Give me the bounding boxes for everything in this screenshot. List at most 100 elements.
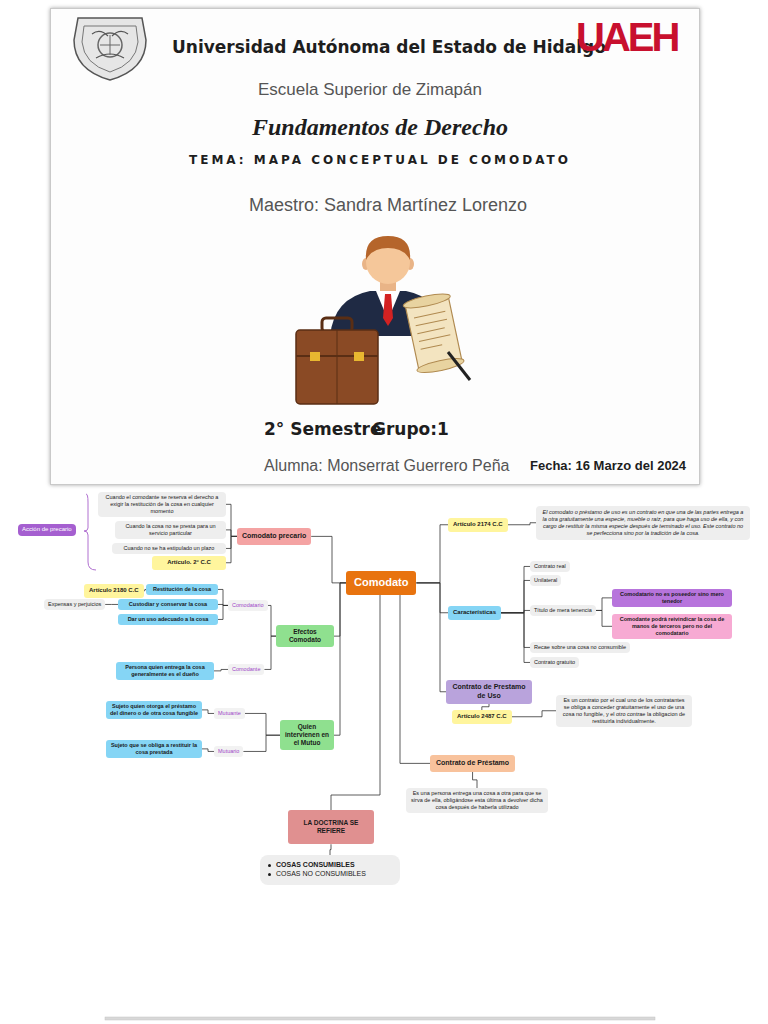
- node-text: Mutuante: [218, 710, 241, 717]
- node-text: Sujeto quien otorga el préstamo del dine…: [110, 703, 198, 717]
- concept-box: Artículo 2180 C.C: [84, 584, 144, 598]
- concept-box: Quien intervienen en el Mutuo: [280, 720, 334, 750]
- concept-box: Comodatario no es poseedor sino mero ten…: [612, 589, 732, 607]
- node-text: Custodiar y conservar la cosa: [122, 601, 214, 608]
- connector: [501, 613, 530, 663]
- cover-text: UAEH: [576, 14, 677, 60]
- concept-box: Unilateral: [530, 575, 561, 586]
- concept-box: Persona quien entrega la cosa generalmen…: [116, 662, 214, 680]
- concept-box: Contrato real: [530, 561, 570, 572]
- connector: [105, 604, 118, 605]
- node-text: COSAS NO CONSUMIBLES: [276, 870, 390, 879]
- node-text: COSAS CONSUMIBLES: [276, 861, 390, 870]
- connector: [334, 583, 346, 735]
- connector: [202, 749, 214, 752]
- connector: [202, 710, 214, 714]
- node-text: Contrato de Prestamo de Uso: [451, 683, 527, 701]
- concept-box: Sujeto quien otorga el préstamo del dine…: [106, 701, 202, 719]
- node-text: Comodato precario: [242, 532, 306, 541]
- concept-box: Cuando no se ha estipulado un plazo: [112, 543, 226, 554]
- node-text: Contrato real: [534, 563, 566, 570]
- concept-box: Título de mera tenencia: [530, 605, 596, 616]
- concept-box: Características: [448, 606, 501, 620]
- concept-box: Contrato de Préstamo: [430, 755, 515, 772]
- concept-box: Artículo. 2° C.C: [152, 556, 226, 570]
- node-text: Cuando la cosa no se presta para un serv…: [119, 523, 222, 537]
- next-page-edge: [105, 1017, 655, 1020]
- university-seal: [74, 18, 146, 80]
- node-text: Cuando no se ha estipulado un plazo: [116, 545, 222, 552]
- connector: [331, 595, 380, 810]
- node-text: Comodante: [232, 666, 260, 673]
- node-text: Es un contrato por el cual uno de los co…: [560, 697, 688, 725]
- concept-box: COSAS CONSUMIBLESCOSAS NO CONSUMIBLES: [260, 855, 400, 885]
- connector: [473, 772, 477, 788]
- node-text: Efectos Comodato: [280, 628, 330, 644]
- concept-box: El comodato o préstamo de uso es un cont…: [536, 506, 750, 540]
- concept-box: Mutuante: [214, 708, 245, 719]
- concept-box: Comodato: [346, 571, 416, 595]
- concept-box: Cuando el comodante se reserva el derech…: [98, 492, 226, 517]
- node-text: Comodante podrá reivindicar la cosa de m…: [616, 616, 728, 637]
- connector: [226, 504, 237, 536]
- cover-text: Alumna: Monserrat Guerrero Peña: [264, 457, 509, 475]
- node-text: El comodato o préstamo de uso es un cont…: [541, 509, 745, 537]
- concept-box: Dar un uso adecuado a la cosa: [118, 614, 218, 625]
- concept-box: Es un contrato por el cual uno de los co…: [556, 695, 692, 727]
- connector: [596, 598, 612, 611]
- node-text: Es una persona entrega una cosa a otra p…: [410, 790, 544, 811]
- concept-box: Comodante podrá reivindicar la cosa de m…: [612, 614, 732, 639]
- concept-box: Artículo 2487 C.C: [452, 710, 512, 724]
- connector: [245, 713, 280, 735]
- concept-box: Contrato de Prestamo de Uso: [446, 680, 532, 704]
- briefcase: [296, 318, 378, 404]
- cover-text: Universidad Autónoma del Estado de Hidal…: [172, 38, 606, 58]
- connector: [264, 636, 276, 669]
- concept-box: Comodatario: [228, 600, 268, 611]
- node-text: Mutuario: [218, 748, 239, 755]
- connector: [416, 525, 448, 583]
- node-text: Persona quien entrega la cosa generalmen…: [120, 664, 210, 678]
- node-text: Acción de precario: [22, 526, 72, 534]
- concept-box: Efectos Comodato: [276, 625, 334, 647]
- node-text: Expensas y perjuicios: [48, 601, 101, 608]
- concept-box: Artículo 2174 C.C: [448, 518, 508, 532]
- concept-box: Acción de precario: [18, 524, 76, 536]
- node-text: Contrato gratuito: [534, 659, 575, 666]
- concept-box: Comodato precario: [237, 528, 311, 545]
- node-text: Contrato de Préstamo: [436, 759, 509, 768]
- pen: [448, 352, 470, 380]
- concept-box: Custodiar y conservar la cosa: [118, 599, 218, 610]
- connector: [501, 566, 530, 612]
- node-text: Recae sobre una cosa no consumible: [534, 644, 626, 651]
- concept-box: Restitución de la cosa: [146, 584, 218, 595]
- node-text: Comodatario: [232, 602, 264, 609]
- concept-box: Recae sobre una cosa no consumible: [530, 642, 630, 653]
- connector: [508, 523, 536, 525]
- connector: [311, 536, 346, 583]
- concept-box: Sujeto que se obliga a restituir la cosa…: [106, 740, 202, 758]
- connector: [416, 583, 448, 613]
- connector: [226, 530, 237, 537]
- cover-text: TEMA: MAPA CONCEPTUAL DE COMODATO: [189, 154, 571, 168]
- node-text: LA DOCTRINA SE REFIERE: [293, 819, 369, 835]
- connector: [214, 669, 228, 670]
- node-text: Características: [453, 609, 496, 617]
- node-text: Sujeto que se obliga a restituir la cosa…: [110, 742, 198, 756]
- node-text: Restitución de la cosa: [150, 586, 214, 593]
- cover-text: Escuela Superior de Zimapán: [258, 80, 482, 100]
- node-text: Comodatario no es poseedor sino mero ten…: [616, 591, 728, 605]
- cover-text: Fundamentos de Derecho: [252, 114, 508, 142]
- node-text: Comodato: [354, 576, 408, 590]
- connector: [501, 613, 530, 648]
- connector: [226, 536, 237, 562]
- concept-box: Es una persona entrega una cosa a otra p…: [406, 788, 548, 813]
- node-text: Artículo 2174 C.C: [453, 521, 503, 529]
- node-text: Dar un uso adecuado a la cosa: [122, 616, 214, 623]
- concept-box: Comodante: [228, 664, 264, 675]
- connector: [400, 595, 430, 764]
- cover-text: Maestro: Sandra Martínez Lorenzo: [249, 195, 527, 216]
- connector: [243, 735, 280, 751]
- bracket: [84, 494, 96, 570]
- connector: [268, 605, 277, 636]
